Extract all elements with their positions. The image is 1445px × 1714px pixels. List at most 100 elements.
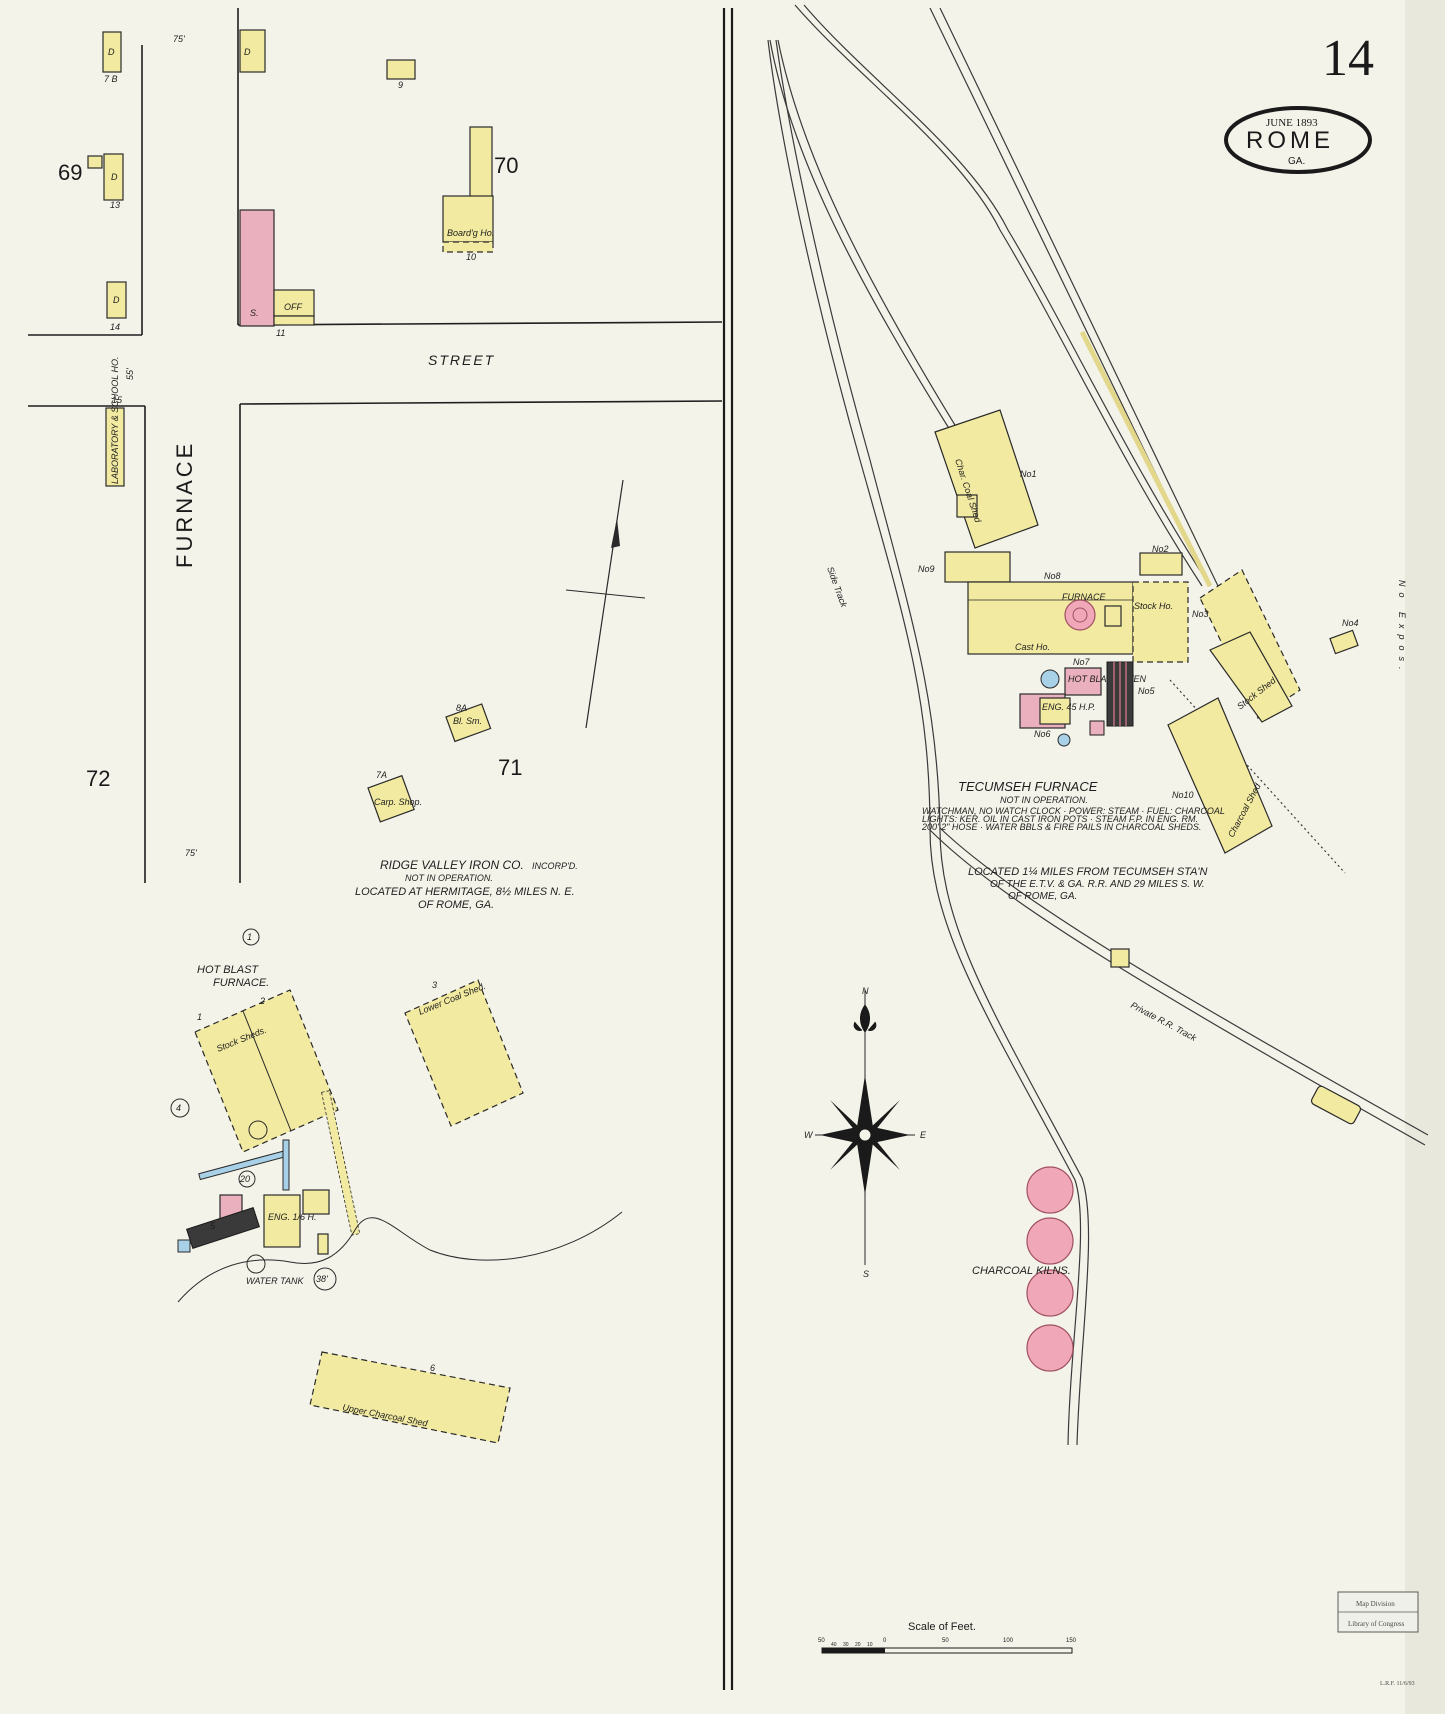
- tecumseh-status: NOT IN OPERATION.: [1000, 795, 1088, 805]
- tecumseh-note: LIGHTS: KER. OIL IN CAST IRON POTS · STE…: [922, 814, 1198, 824]
- stock-shed: [1209, 631, 1293, 723]
- scale-tick: 40: [831, 1642, 837, 1648]
- lot-label: D: [111, 172, 118, 182]
- gas-vessel: [1040, 669, 1060, 689]
- trestle-track: [1169, 679, 1346, 874]
- width-label: 75': [173, 34, 185, 44]
- section-marker: [242, 928, 260, 946]
- water-tank: [1057, 733, 1071, 747]
- carpenter-shop-label: Carp. Shop.: [374, 797, 422, 807]
- side-track: [777, 39, 959, 431]
- lot-number: 10: [466, 252, 476, 262]
- title-cartouche: [1224, 106, 1372, 174]
- engine-label: ENG. 45 H.P.: [1042, 702, 1095, 712]
- building-number: No9: [918, 564, 935, 574]
- stock-house-label: Stock Ho.: [1134, 601, 1173, 611]
- lot-number: 13: [110, 200, 120, 210]
- tecumseh-location: LOCATED 1¼ MILES FROM TECUMSEH STA'N: [968, 866, 1208, 878]
- charcoal-kiln: [1026, 1324, 1074, 1372]
- building-no4: [1329, 629, 1359, 655]
- boarding-house-label: Board'g Ho.: [447, 228, 494, 238]
- chimney: [1089, 720, 1105, 736]
- scale-tick: 10: [867, 1642, 873, 1648]
- office-label: OFF: [284, 302, 302, 312]
- width-label: 55': [125, 368, 135, 380]
- furnace-stack: [248, 1120, 268, 1140]
- pump-house: [317, 1233, 329, 1255]
- compass-west: W: [804, 1130, 814, 1140]
- lot-label: D: [244, 47, 251, 57]
- engine-house: [263, 1194, 301, 1248]
- blacksmith-shop: [445, 703, 492, 743]
- tecumseh-location-2: OF THE E.T.V. & GA. R.R. AND 29 MILES S.…: [990, 879, 1205, 890]
- scale-tick: 0: [883, 1638, 887, 1644]
- charcoal-shed-no10: [1167, 697, 1273, 854]
- trestle: [321, 1090, 361, 1236]
- boarding-house-porch: [442, 241, 494, 253]
- section-number: 3: [432, 980, 437, 990]
- branch-track: [803, 4, 1211, 587]
- small-shed: [1110, 948, 1130, 968]
- ridge-valley-location: LOCATED AT HERMITAGE, 8½ MILES N. E.: [355, 886, 575, 898]
- outbuilding: [386, 59, 416, 80]
- building-number: No10: [1172, 790, 1194, 800]
- no-exposure-label: No Expos.: [1397, 580, 1407, 676]
- lot-number: 9: [398, 80, 403, 90]
- lot-number: 7A: [376, 770, 387, 780]
- tecumseh-location-3: OF ROME, GA.: [1008, 891, 1077, 902]
- scale-title: Scale of Feet.: [908, 1621, 976, 1633]
- carpenter-shop: [367, 774, 415, 823]
- state-name: GA.: [1288, 156, 1305, 167]
- main-line: [939, 7, 1219, 587]
- laboratory-label: LABORATORY & SCHOOL HO.: [110, 356, 120, 484]
- building-number: No4: [1342, 618, 1359, 628]
- charcoal-kiln: [1026, 1166, 1074, 1214]
- section-number: 4: [176, 1103, 181, 1113]
- yellow-platform: [1079, 330, 1213, 588]
- private-track: [939, 827, 1429, 1136]
- boilers: [185, 1207, 261, 1249]
- section-number: 6: [430, 1363, 435, 1373]
- side-track: [769, 39, 951, 431]
- furnace-label: FURNACE: [1062, 592, 1106, 602]
- tecumseh-note: 200' 2" HOSE · WATER BBLS & FIRE PAILS I…: [921, 822, 1201, 832]
- dwelling: [103, 153, 124, 201]
- stone-wall: [282, 1139, 290, 1191]
- street-line: [239, 400, 723, 405]
- building-no9: [944, 551, 1011, 583]
- section-marker: [313, 1267, 337, 1291]
- water-tank-label: WATER TANK: [246, 1276, 304, 1286]
- compass-east: E: [920, 1130, 927, 1140]
- section-marker: [238, 1170, 256, 1188]
- block-number-71: 71: [498, 755, 522, 780]
- lot-number: 11: [276, 328, 285, 338]
- furnace-stack: [1064, 599, 1096, 631]
- width-label: 75': [185, 848, 197, 858]
- paper-edge: [1405, 0, 1445, 1714]
- charcoal-kiln: [1026, 1269, 1074, 1317]
- charcoal-kilns-label: CHARCOAL KILNS.: [972, 1265, 1071, 1277]
- hot-blast-label: HOT BLAST: [197, 964, 259, 976]
- office-porch: [273, 315, 315, 326]
- lot-number: 8A: [456, 703, 467, 713]
- railroad-car: [1310, 1085, 1362, 1125]
- cast-house-label: Cast Ho.: [1015, 642, 1050, 652]
- elevator: [1104, 605, 1122, 627]
- scale-tick: 20: [855, 1642, 861, 1648]
- outbuilding: [87, 155, 103, 169]
- section-number: 20: [239, 1174, 250, 1184]
- office-building: [273, 289, 315, 317]
- engine-label: ENG. 1/6 H.: [268, 1212, 317, 1222]
- north-arrow-head: [611, 518, 620, 548]
- store-building: [239, 209, 275, 327]
- lot-label: D: [108, 47, 115, 57]
- charcoal-shed-annex: [956, 494, 978, 518]
- stock-sheds-divider: [242, 1010, 292, 1132]
- stock-house: [1132, 581, 1189, 663]
- section-number: 1: [247, 932, 252, 942]
- compass-south: S: [863, 1269, 869, 1279]
- scale-bar-fill: [822, 1648, 885, 1653]
- street-line: [237, 321, 723, 326]
